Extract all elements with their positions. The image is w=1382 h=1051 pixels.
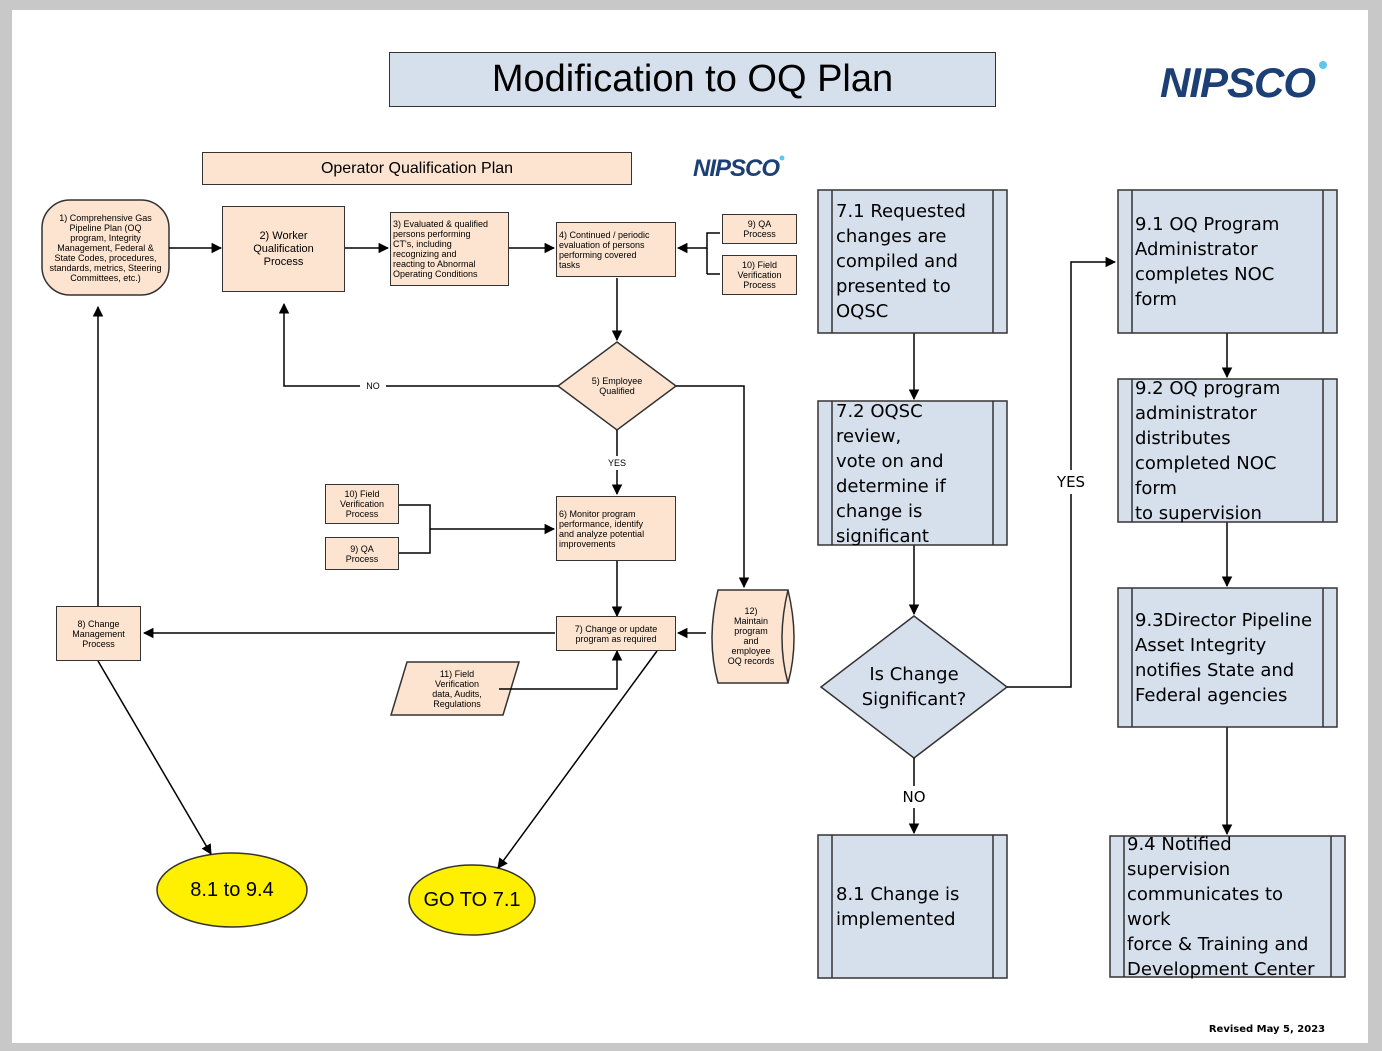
node-10-field-verification-mid: 10) Field Verification Process	[325, 484, 399, 524]
node-11-field-verification-data: 11) Field Verification data, Audits, Reg…	[432, 669, 482, 709]
node-6-monitor-performance: 6) Monitor program performance, identify…	[556, 496, 676, 561]
decision-5-label: 5) Employee Qualified	[591, 376, 643, 396]
node-8-change-management: 8) Change Management Process	[56, 606, 141, 661]
decision-no-label: NO	[894, 786, 934, 808]
node-12-maintain-records: 12) Maintain program and employee OQ rec…	[727, 606, 775, 666]
step-8-1-change-implemented: 8.1 Change is implemented	[836, 884, 960, 930]
page-title: Modification to OQ Plan	[389, 52, 996, 107]
decision-yes-label: YES	[1049, 470, 1093, 494]
step-9-2-distributes-noc: 9.2 OQ program administrator distributes…	[1135, 377, 1281, 524]
step-9-4-supervision-communicates: 9.4 Notified supervision communicates to…	[1127, 833, 1315, 980]
decision-change-significant: Is Change Significant?	[861, 664, 967, 710]
node-10-field-verification-top: 10) Field Verification Process	[722, 255, 797, 295]
logo-star-icon	[1319, 61, 1327, 69]
node-7-change-update: 7) Change or update program as required	[556, 616, 676, 651]
node-1-label: 1) Comprehensive Gas Pipeline Plan (OQ p…	[49, 213, 162, 283]
decision-5-no-label: NO	[360, 379, 386, 393]
step-9-3-notifies-agencies: 9.3Director Pipeline Asset Integrity not…	[1135, 609, 1313, 706]
step-7-2-oqsc-review: 7.2 OQSC review, vote on and determine i…	[836, 400, 946, 547]
terminator-go-to-7-1: GO TO 7.1	[423, 888, 521, 911]
node-3-evaluated-qualified: 3) Evaluated & qualified persons perform…	[390, 212, 509, 286]
decision-5-yes-label: YES	[602, 456, 632, 470]
oq-plan-header: Operator Qualification Plan	[202, 152, 632, 185]
page: Modification to OQ Plan NIPSCO NIPSCO Op…	[12, 10, 1368, 1043]
revised-date: Revised May 5, 2023	[1208, 1023, 1326, 1035]
node-4-continued-evaluation: 4) Continued / periodic evaluation of pe…	[556, 222, 676, 277]
nipsco-logo: NIPSCO	[1160, 59, 1316, 106]
step-7-1-requested-changes: 7.1 Requested changes are compiled and p…	[836, 201, 966, 322]
step-9-1-noc-form: 9.1 OQ Program Administrator completes N…	[1135, 213, 1280, 310]
node-9-qa-process-mid: 9) QA Process	[325, 537, 399, 570]
flowchart-diagram	[41, 61, 1346, 979]
terminator-8-1-to-9-4: 8.1 to 9.4	[190, 878, 274, 901]
node-9-qa-process-top: 9) QA Process	[722, 214, 797, 244]
node-12-cylinder-edge	[781, 589, 789, 684]
terminator-2-shape	[408, 864, 536, 936]
node-2-worker-qualification: 2) Worker Qualification Process	[222, 206, 345, 292]
logo-star-small-icon	[779, 155, 785, 161]
nipsco-logo-small: NIPSCO	[693, 155, 780, 182]
node-11-shape	[389, 661, 521, 716]
terminator-1-shape	[156, 852, 308, 928]
